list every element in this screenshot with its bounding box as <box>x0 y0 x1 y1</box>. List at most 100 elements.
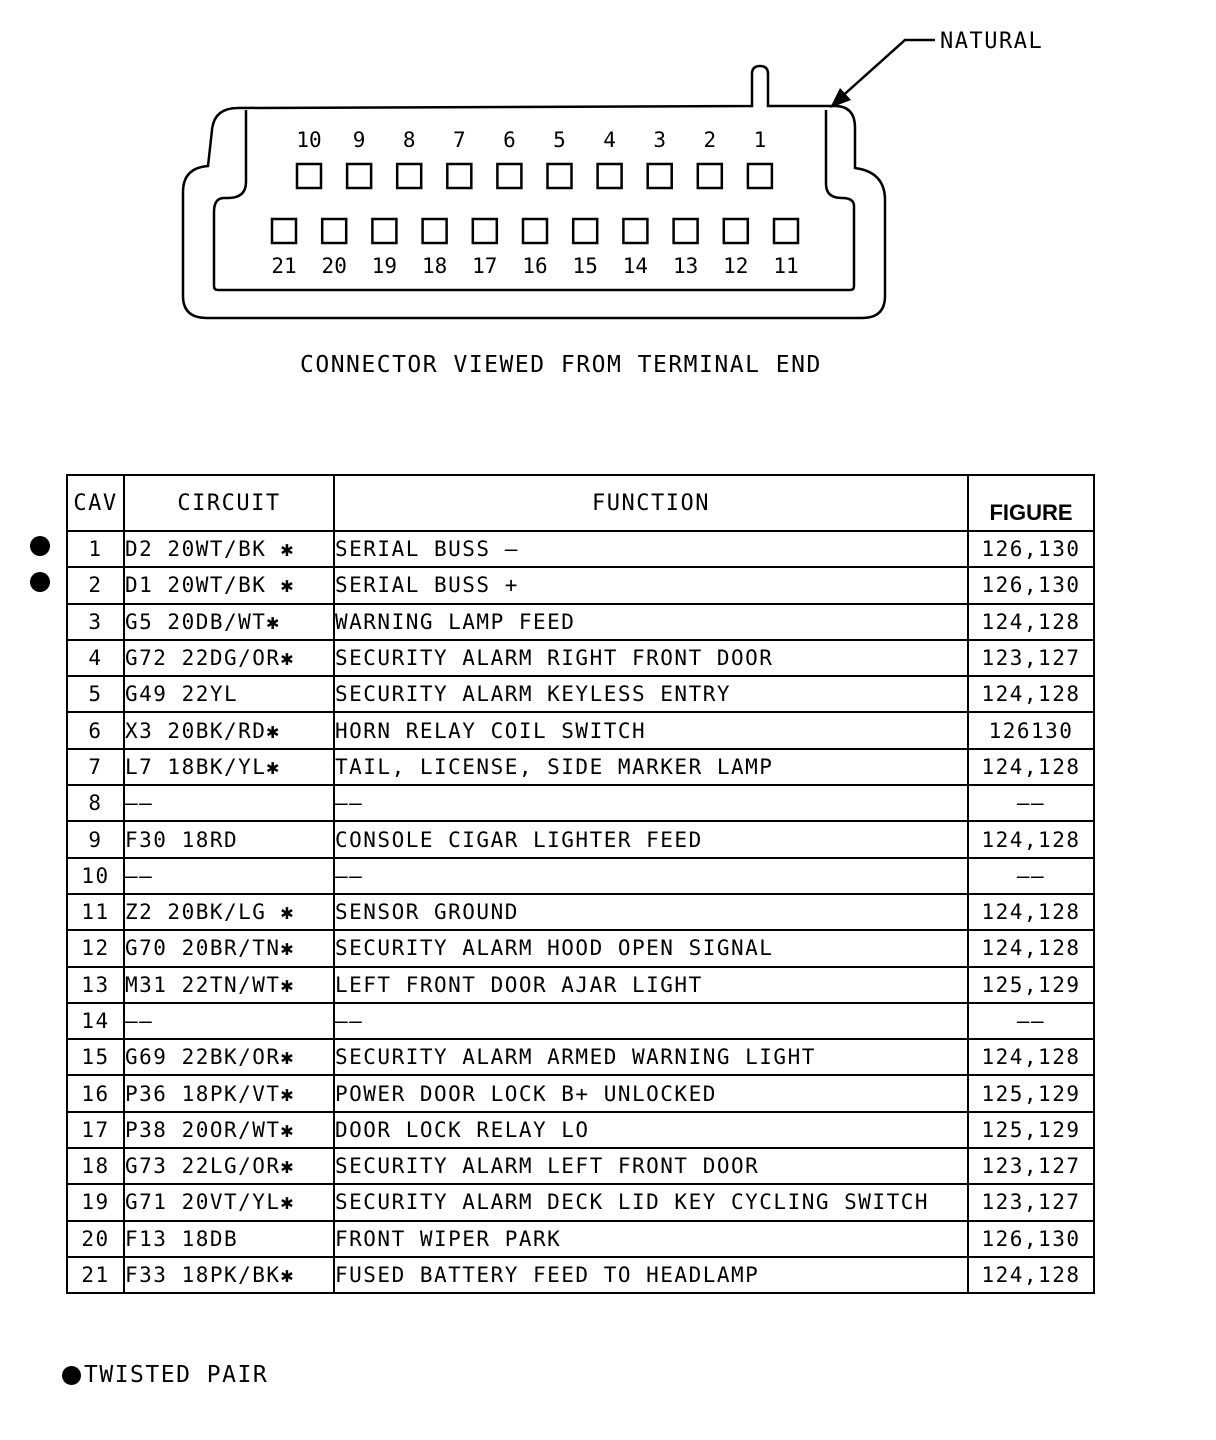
cav-cell: 6 <box>66 711 125 750</box>
function-cell: SECURITY ALARM HOOD OPEN SIGNAL <box>333 929 969 968</box>
cav-cell: 3 <box>66 602 125 641</box>
circuit-cell: G69 22BK/OR✱ <box>123 1038 335 1077</box>
figure-cell: —— <box>967 784 1095 823</box>
cav-cell: 1 <box>66 529 125 569</box>
header-cav: CAV <box>66 474 125 532</box>
figure-cell: 124,128 <box>967 820 1095 859</box>
figure-cell: 123,127 <box>967 638 1095 678</box>
header-circuit: CIRCUIT <box>123 474 335 532</box>
function-cell: WARNING LAMP FEED <box>333 602 969 641</box>
function-cell: SECURITY ALARM RIGHT FRONT DOOR <box>333 638 969 678</box>
function-cell: SECURITY ALARM KEYLESS ENTRY <box>333 675 969 714</box>
pin-number: 2 <box>703 128 716 152</box>
function-cell: SENSOR GROUND <box>333 892 969 932</box>
function-cell: LEFT FRONT DOOR AJAR LIGHT <box>333 965 969 1004</box>
function-cell: SERIAL BUSS — <box>333 529 969 569</box>
function-cell: FRONT WIPER PARK <box>333 1219 969 1258</box>
function-cell: SERIAL BUSS + <box>333 566 969 605</box>
pin-number: 21 <box>271 254 296 278</box>
pin-cavity <box>646 162 673 190</box>
cav-cell: 11 <box>66 892 125 932</box>
pin-number: 14 <box>623 254 648 278</box>
natural-leader-line <box>837 38 935 101</box>
pin-number: 8 <box>403 128 416 152</box>
pin-number: 18 <box>422 254 447 278</box>
pin-number: 6 <box>503 128 516 152</box>
natural-label: NATURAL <box>940 29 1043 54</box>
pin-cavity <box>722 217 750 245</box>
pin-number: 3 <box>653 128 666 152</box>
pin-cavity <box>672 217 699 245</box>
pin-number: 19 <box>372 254 397 278</box>
connector-caption: CONNECTOR VIEWED FROM TERMINAL END <box>300 352 822 378</box>
pin-number: 15 <box>573 254 598 278</box>
pin-cavity <box>395 162 423 190</box>
pin-number: 20 <box>322 254 347 278</box>
function-cell: SECURITY ALARM ARMED WARNING LIGHT <box>333 1038 969 1077</box>
pin-number: 17 <box>472 254 497 278</box>
figure-cell: —— <box>967 856 1095 895</box>
circuit-cell: G70 20BR/TN✱ <box>123 929 335 968</box>
figure-cell: 126130 <box>967 711 1095 750</box>
pin-number: 11 <box>773 254 798 278</box>
function-cell: FUSED BATTERY FEED TO HEADLAMP <box>333 1255 969 1295</box>
figure-cell: 124,128 <box>967 675 1095 714</box>
table-row: 8—————— <box>66 784 1095 823</box>
pin-cavity <box>371 217 398 245</box>
cav-cell: 14 <box>66 1001 125 1041</box>
circuit-cell: D1 20WT/BK ✱ <box>123 566 335 605</box>
cav-cell: 16 <box>66 1074 125 1113</box>
cav-cell: 7 <box>66 747 125 787</box>
circuit-cell: Z2 20BK/LG ✱ <box>123 892 335 932</box>
circuit-cell: L7 18BK/YL✱ <box>123 747 335 787</box>
pin-cavity <box>521 217 549 245</box>
figure-cell: 124,128 <box>967 892 1095 932</box>
table-row: 10—————— <box>66 856 1095 895</box>
pin-number: 7 <box>453 128 466 152</box>
function-cell: SECURITY ALARM LEFT FRONT DOOR <box>333 1147 969 1186</box>
cav-cell: 2 <box>66 566 125 605</box>
function-cell: HORN RELAY COIL SWITCH <box>333 711 969 750</box>
figure-cell: 124,128 <box>967 1038 1095 1077</box>
pin-cavity <box>270 217 298 245</box>
cav-cell: 13 <box>66 965 125 1004</box>
pin-cavity <box>546 162 573 190</box>
circuit-cell: G72 22DG/OR✱ <box>123 638 335 678</box>
pin-number: 9 <box>353 128 366 152</box>
cav-cell: 12 <box>66 929 125 968</box>
circuit-cell: F13 18DB <box>123 1219 335 1258</box>
circuit-cell: —— <box>123 784 335 823</box>
pin-number: 12 <box>723 254 748 278</box>
cav-cell: 17 <box>66 1110 125 1150</box>
circuit-cell: —— <box>123 1001 335 1041</box>
function-cell: DOOR LOCK RELAY LO <box>333 1110 969 1150</box>
cav-cell: 21 <box>66 1255 125 1295</box>
header-function: FUNCTION <box>333 474 969 532</box>
legend: TWISTED PAIR <box>62 1362 268 1388</box>
function-cell: TAIL, LICENSE, SIDE MARKER LAMP <box>333 747 969 787</box>
function-cell: SECURITY ALARM DECK LID KEY CYCLING SWIT… <box>333 1183 969 1222</box>
figure-cell: 123,127 <box>967 1183 1095 1222</box>
natural-leader-arrowhead <box>830 88 851 108</box>
figure-cell: —— <box>967 1001 1095 1041</box>
pin-number: 4 <box>603 128 616 152</box>
pin-cavity <box>345 162 373 190</box>
cav-cell: 5 <box>66 675 125 714</box>
circuit-cell: G71 20VT/YL✱ <box>123 1183 335 1222</box>
pin-cavity <box>496 162 523 190</box>
circuit-cell: P38 20OR/WT✱ <box>123 1110 335 1150</box>
twisted-pair-legend-dot <box>62 1365 81 1385</box>
